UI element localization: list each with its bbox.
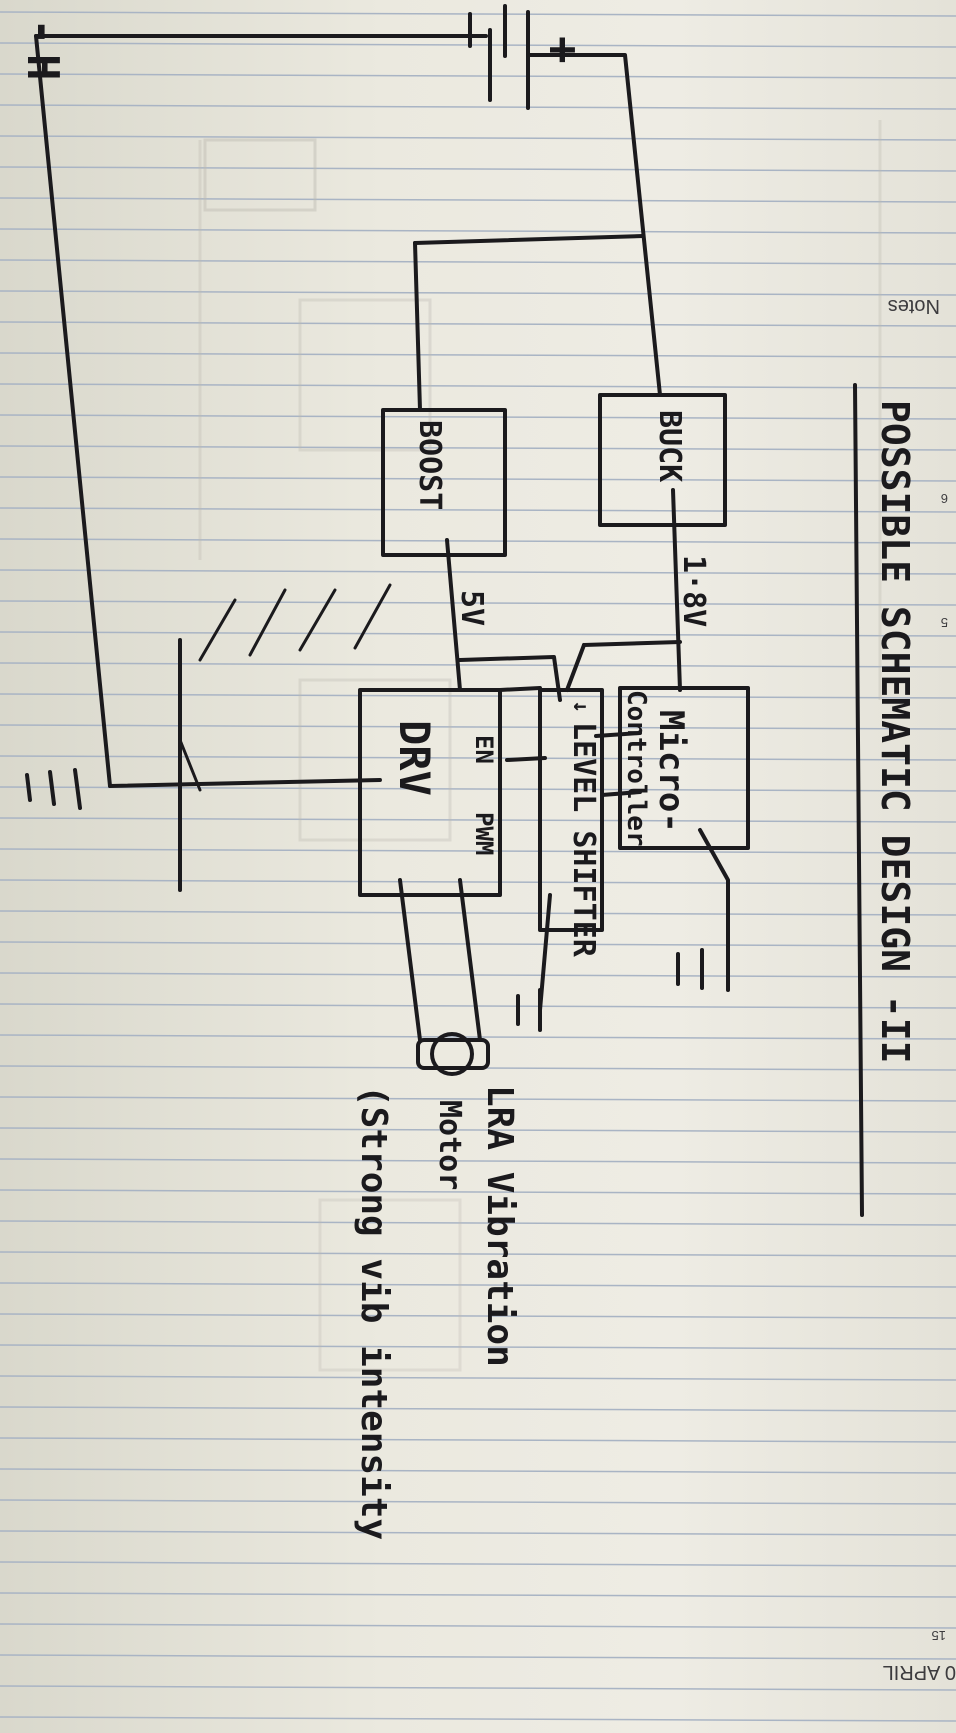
drv-pwm-pin: PWM [470,812,498,855]
ruled-line [0,1468,956,1474]
printed-page-5: 5 [941,615,948,630]
ruled-line [0,1127,956,1133]
ruled-line [0,1437,956,1443]
ruled-line [0,1375,956,1381]
rail-1v8-label: 1·8V [676,555,711,627]
ruled-line [0,1344,956,1350]
ruled-line [0,1220,956,1226]
ruled-line [0,228,956,234]
motor-label-3: (Strong vib intensity [353,1085,394,1540]
drv-en-pin: EN [470,735,498,764]
level-shifter-mark: ↓ [568,700,593,713]
printed-month: 0 APRIL [883,1661,956,1683]
buck-block: BUCK [598,393,727,527]
ruled-line [0,786,956,792]
ruled-line [0,1313,956,1319]
micro-label-1: Micro- [651,710,691,833]
ruled-line [0,631,956,637]
ruled-line [0,1623,956,1629]
ruled-line [0,104,956,110]
ruled-line [0,290,956,296]
ruled-line [0,1561,956,1567]
ruled-line [0,73,956,79]
ruled-line [0,1096,956,1102]
ruled-line [0,910,956,916]
motor-label-2: Motor [432,1100,467,1190]
ruled-line [0,476,956,482]
ruled-line [0,1530,956,1536]
ruled-line [0,693,956,699]
ruled-line [0,600,956,606]
microcontroller-block: Micro- Controller [618,686,750,850]
ruled-line [0,1592,956,1598]
ruled-line [0,1282,956,1288]
ruled-line [0,1499,956,1505]
ruled-line [0,507,956,513]
micro-label-2: Controller [621,690,651,847]
level-shifter-label: LEVEL SHIFTER [566,722,601,958]
ruled-line [0,383,956,389]
printed-page-15: 15 [932,1628,946,1643]
ruled-line [0,817,956,823]
ruled-line [0,445,956,451]
ruled-line [0,1158,956,1164]
lra-motor-symbol [416,1032,490,1076]
page-title: POSSIBLE SCHEMATIC DESIGN -II [873,400,917,1063]
boost-block: BOOST [381,408,507,557]
ruled-lines [0,11,956,1722]
title-group: POSSIBLE SCHEMATIC DESIGN -II [853,383,917,1217]
ruled-line [0,414,956,420]
printed-page-6: 6 [941,491,948,506]
ruled-line [0,11,956,17]
ruled-line [0,321,956,327]
ruled-line [0,166,956,172]
drv-label: DRV [390,720,439,796]
boost-label: BOOST [412,420,447,510]
ruled-line [0,1654,956,1660]
ruled-line [0,1189,956,1195]
ruled-line [0,259,956,265]
ruled-line [0,724,956,730]
motor-label-1: LRA Vibration [479,1085,520,1367]
ruled-line [0,941,956,947]
battery-mark: H [17,54,68,81]
ruled-line [0,538,956,544]
ruled-line [0,352,956,358]
ground-symbol-main [25,768,82,810]
ruled-line [0,42,956,48]
ruled-line [0,135,956,141]
printed-notes: Notes [888,295,940,317]
ruled-line [0,755,956,761]
ruled-line [0,662,956,668]
battery-plus: + [537,36,591,64]
drv-block: DRV EN PWM [358,688,502,897]
battery-minus: - [17,18,71,46]
bleed-through [198,120,882,1372]
ruled-line [0,1406,956,1412]
rail-5v-label: 5V [454,590,489,626]
ruled-line [0,569,956,575]
ruled-line [0,972,956,978]
ruled-line [0,1685,956,1691]
ground-symbol-shifter [516,988,542,1032]
ruled-line [0,848,956,854]
level-shifter-block: ↓ LEVEL SHIFTER [538,688,604,958]
ruled-line [0,197,956,203]
buck-label: BUCK [652,410,687,482]
ruled-line [0,1003,956,1009]
ruled-line [0,1716,956,1722]
ground-symbol-micro [676,946,730,992]
battery-symbol: + - H [17,4,591,81]
ruled-line [0,879,956,885]
ruled-line [0,1251,956,1257]
